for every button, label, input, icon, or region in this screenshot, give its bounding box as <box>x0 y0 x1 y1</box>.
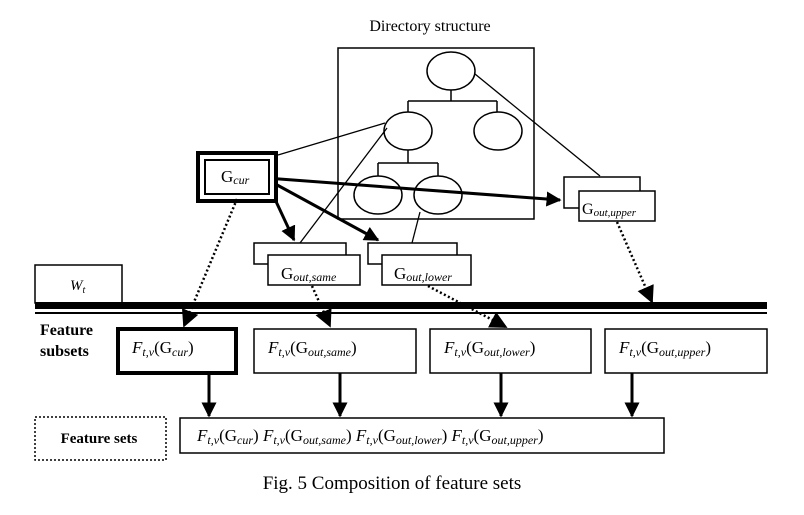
paren-close: ) <box>351 338 357 357</box>
tree-node-left-left <box>353 175 403 215</box>
func-sub: t,v <box>454 345 466 359</box>
arrow-gcur-to-glower <box>267 178 380 242</box>
func-base: F <box>262 426 274 445</box>
func-sub: t,v <box>273 433 285 447</box>
func-base: F <box>450 426 462 445</box>
window-sub: t <box>83 285 86 296</box>
paren-close: ) <box>442 426 448 445</box>
svg-text:Wt: Wt <box>70 278 86 296</box>
feature-sets-combined-text: Ft,v(Gcur) Ft,v(Gout,same) Ft,v(Gout,low… <box>196 426 544 447</box>
arg-sub: out,lower <box>396 433 442 447</box>
feature-subset-label: Ft,v(Gout,lower) <box>443 338 535 359</box>
dotted-arrow-gupper <box>615 221 654 304</box>
tree-node-left <box>383 111 433 151</box>
func-base: F <box>196 426 208 445</box>
window-wt-box: Wt <box>34 264 123 304</box>
g-out-same-base: G <box>281 264 293 283</box>
paren-close: ) <box>705 338 711 357</box>
g-out-same-node: Gout,same <box>253 242 361 286</box>
g-out-upper-base: G <box>582 201 594 218</box>
paren-close: ) <box>538 426 544 445</box>
window-bar-thick <box>35 302 767 309</box>
arg-sub: out,same <box>308 345 352 359</box>
feature-sets-label: Feature sets <box>61 431 138 447</box>
func-base: F <box>618 338 630 357</box>
paren-close: ) <box>253 426 259 445</box>
feature-subset-box-out-upper: Ft,v(Gout,upper) <box>604 328 768 374</box>
g-out-lower-sub: out,lower <box>406 270 452 284</box>
svg-text:Gout,same: Gout,same <box>281 264 337 284</box>
directory-structure-title: Directory structure <box>369 18 490 35</box>
arg-sub: out,same <box>303 433 347 447</box>
paren-open: (G <box>290 338 308 357</box>
paren-close: ) <box>188 338 194 357</box>
svg-text:Gout,upper: Gout,upper <box>582 201 637 219</box>
svg-text:Gcur: Gcur <box>221 167 250 187</box>
window-bar-thin <box>35 312 767 314</box>
func-sub: t,v <box>366 433 378 447</box>
arg-sub: out,lower <box>484 345 530 359</box>
feature-subset-box-out-same: Ft,v(Gout,same) <box>253 328 417 374</box>
svg-text:Gout,lower: Gout,lower <box>394 264 452 284</box>
directory-tree <box>337 47 535 220</box>
g-out-same-sub: out,same <box>293 270 337 284</box>
feature-subset-label: Ft,v(Gcur) <box>131 338 194 359</box>
func-sub: t,v <box>629 345 641 359</box>
tree-node-right <box>473 111 523 151</box>
arg-sub: out,upper <box>492 433 539 447</box>
dotted-arrow-gsame <box>310 285 332 328</box>
paren-close: ) <box>530 338 536 357</box>
dotted-arrow-gcur <box>181 198 239 328</box>
link-gupper-to-root <box>474 73 601 177</box>
g-out-upper-sub: out,upper <box>594 207 637 219</box>
link-gsame-to-node <box>299 127 388 244</box>
dotted-arrow-glower <box>427 284 508 329</box>
g-out-upper-node: Gout,upper <box>563 176 656 222</box>
func-base: F <box>131 338 143 357</box>
paren-open: (G <box>466 338 484 357</box>
paren-open: (G <box>641 338 659 357</box>
paren-close: ) <box>346 426 352 445</box>
paren-open: (G <box>219 426 237 445</box>
arg-sub: out,upper <box>659 345 706 359</box>
paren-open: (G <box>154 338 172 357</box>
func-base: F <box>267 338 279 357</box>
arg-sub: cur <box>172 345 188 359</box>
paren-open: (G <box>474 426 492 445</box>
feature-subset-box-out-lower: Ft,v(Gout,lower) <box>429 328 592 374</box>
feature-subset-label: Ft,v(Gout,upper) <box>618 338 711 359</box>
feature-subset-box-cur: Ft,v(Gcur) <box>116 327 238 375</box>
tree-node-root <box>426 51 476 91</box>
g-cur-node: Gcur <box>196 151 278 203</box>
arg-sub: cur <box>237 433 253 447</box>
func-sub: t,v <box>207 433 219 447</box>
figure-caption: Fig. 5 Composition of feature sets <box>263 473 522 494</box>
g-cur-base: G <box>221 167 233 186</box>
paren-open: (G <box>378 426 396 445</box>
func-base: F <box>355 426 367 445</box>
tree-node-left-right <box>413 175 463 215</box>
g-out-lower-node: Gout,lower <box>367 242 472 286</box>
link-glower-to-node <box>411 211 421 244</box>
feature-subset-label: Ft,v(Gout,same) <box>267 338 357 359</box>
arrow-gcur-to-gupper <box>265 176 562 207</box>
link-gcur-to-node <box>277 122 386 156</box>
feature-sets-combined-box <box>179 417 665 454</box>
window-base: W <box>70 278 84 294</box>
func-sub: t,v <box>462 433 474 447</box>
paren-open: (G <box>285 426 303 445</box>
g-out-lower-base: G <box>394 264 406 283</box>
func-base: F <box>443 338 455 357</box>
feature-sets-box <box>34 416 167 461</box>
func-sub: t,v <box>142 345 154 359</box>
g-cur-sub: cur <box>233 173 249 187</box>
func-sub: t,v <box>278 345 290 359</box>
